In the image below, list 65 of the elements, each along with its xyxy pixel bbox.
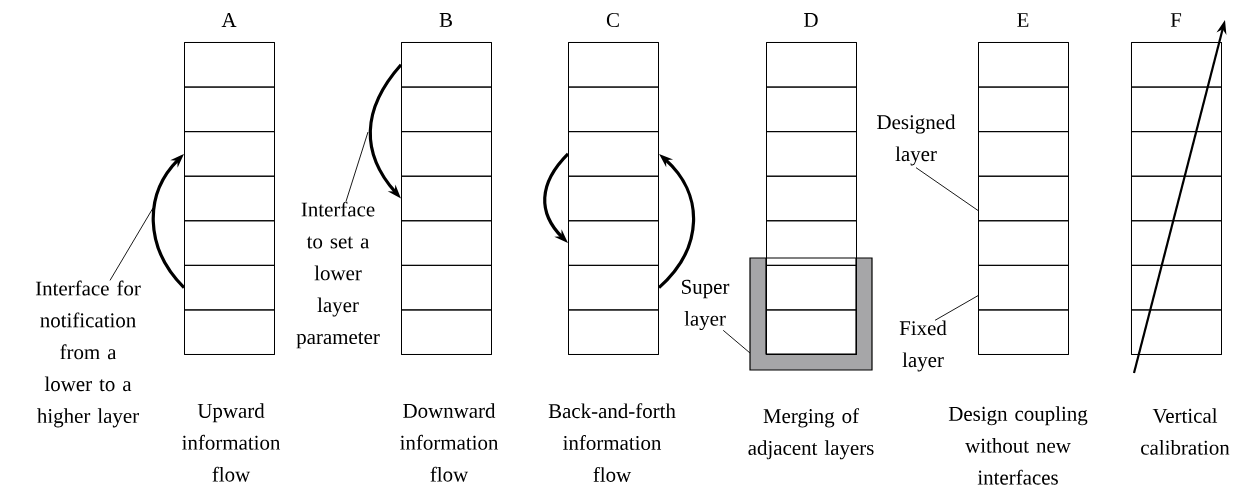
layer-box — [184, 264, 275, 311]
layer-box — [766, 264, 857, 311]
annotation-text: Interface to set a lower layer parameter — [296, 201, 380, 349]
column-letter: D — [804, 13, 818, 27]
column-letter: E — [1017, 13, 1029, 27]
layer-box — [978, 42, 1069, 88]
layer-box — [401, 175, 492, 222]
layer-box — [568, 42, 659, 88]
caption: Downward information flow — [400, 403, 499, 482]
layer-box — [766, 131, 857, 177]
caption: Back-and-forth information flow — [548, 403, 676, 482]
layer-box — [1131, 42, 1222, 88]
annotation-text: Super layer — [682, 279, 730, 331]
layer-box — [568, 309, 659, 355]
layer-box — [184, 86, 275, 133]
leader-line — [934, 295, 979, 321]
layer-box — [978, 131, 1069, 177]
layer-box — [568, 86, 659, 133]
layer-box — [401, 86, 492, 133]
layer-box — [568, 175, 659, 222]
layer-box — [401, 309, 492, 355]
layer-box — [978, 220, 1069, 266]
layer-box — [568, 264, 659, 311]
layer-box — [766, 175, 857, 222]
leader-line — [345, 131, 369, 202]
layer-box — [1131, 175, 1222, 222]
u-band — [749, 257, 873, 371]
layer-box — [184, 131, 275, 177]
layer-box — [568, 131, 659, 177]
layer-box — [766, 86, 857, 133]
layer-box — [1131, 309, 1222, 355]
layer-box — [401, 220, 492, 266]
layer-box — [978, 86, 1069, 133]
column-letter: A — [221, 13, 237, 27]
layer-box — [1131, 86, 1222, 133]
layer-box — [1131, 220, 1222, 266]
column-letter: F — [1170, 13, 1182, 27]
leader-line — [915, 167, 979, 211]
layer-box — [184, 220, 275, 266]
layer-box — [401, 131, 492, 177]
layer-box — [401, 42, 492, 88]
caption: Upward information flow — [182, 403, 281, 482]
layer-box — [766, 220, 857, 266]
annotation-text: Interface for notification from a lower to a higher layer — [35, 280, 141, 428]
leader-line — [722, 329, 751, 354]
layer-box — [766, 309, 857, 355]
layer-box — [184, 175, 275, 222]
caption: Merging of adjacent layers — [748, 408, 874, 460]
layer-box — [978, 175, 1069, 222]
layer-box — [184, 309, 275, 355]
annotation-text: Designed layer — [877, 114, 956, 166]
annotation-text: Fixed layer — [899, 320, 947, 372]
column-letter: B — [439, 13, 452, 27]
layer-box — [978, 264, 1069, 311]
caption: Vertical calibration — [1141, 408, 1230, 455]
layer-box — [568, 220, 659, 266]
caption: Design coupling without new interfaces — [948, 406, 1088, 485]
layer-box — [401, 264, 492, 311]
column-letter: C — [606, 12, 619, 27]
layer-box — [1131, 131, 1222, 177]
layer-box — [184, 42, 275, 88]
layer-box — [1131, 264, 1222, 311]
leader-line — [109, 207, 154, 281]
layer-box — [978, 309, 1069, 355]
layer-box — [766, 42, 857, 88]
